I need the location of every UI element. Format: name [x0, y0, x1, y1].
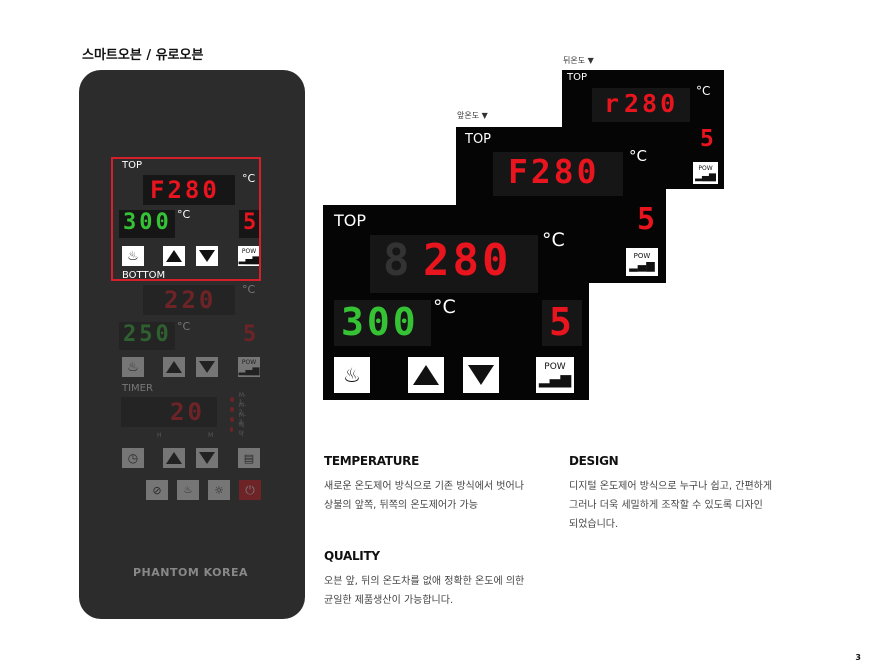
timer-label: TIMER [122, 383, 153, 394]
arrow-down-icon [468, 365, 494, 385]
back-pow-button[interactable]: POW ▂▄▆ [693, 162, 718, 184]
temperature-text: 새로운 온도제어 방식으로 기존 방식에서 벗어나 상불의 앞쪽, 뒤쪽의 온도… [324, 481, 524, 511]
timer-down-button[interactable] [196, 448, 218, 468]
pow-button[interactable]: POW ▂▄▆ [238, 246, 260, 266]
convection-icon: ♨ [127, 248, 139, 264]
steam-button[interactable]: ♨ [177, 480, 199, 500]
page-title: 스마트오븐 / 유로오븐 [82, 48, 204, 63]
oven-control-panel [79, 70, 305, 619]
pow-label: POW [544, 362, 566, 372]
down-button[interactable] [196, 246, 218, 266]
bottom-up-button[interactable] [163, 357, 185, 377]
back-power-value: 5 [700, 126, 717, 152]
arrow-down-icon [199, 452, 215, 464]
arrow-up-icon [166, 250, 182, 262]
front-panel: TOP 8 280 °C 300 °C 5 ♨ POW ▂▄▆ [323, 205, 589, 400]
front-set-unit: °C [433, 296, 456, 318]
clock-icon: ◷ [127, 451, 139, 465]
up-button[interactable] [163, 246, 185, 266]
arrow-down-icon [199, 250, 215, 262]
arrow-down-icon [199, 361, 215, 373]
middle-pow-button[interactable]: POW ▂▄▆ [626, 248, 658, 276]
middle-power-value: 5 [637, 202, 659, 237]
timer-button[interactable]: ◷ [122, 448, 144, 468]
memory-button[interactable]: ▤ [238, 448, 260, 468]
light-button[interactable]: ☼ [208, 480, 230, 500]
pow-label: POW [633, 252, 651, 260]
temperature-heading: TEMPERATURE [324, 454, 419, 468]
pow-label: POW [698, 164, 713, 172]
bars-icon: ▂▄▆ [629, 259, 655, 272]
back-temp-value: 280 [624, 89, 679, 118]
arrow-up-icon [413, 365, 439, 385]
steam-off-button[interactable]: ⊘ [146, 480, 168, 500]
bottom-temp-value: 220 [164, 286, 217, 314]
convection-icon: ♨ [127, 359, 139, 375]
top-temp-value: F280 [150, 176, 220, 204]
front-up-button[interactable] [408, 357, 444, 393]
mode-list: M-1 M-2 M-3 예 약 [230, 392, 247, 438]
memory-icon: ▤ [243, 451, 255, 465]
bottom-set-value: 250 [123, 322, 172, 347]
timer-h-label: H [157, 432, 162, 439]
bottom-set-unit: °C [177, 320, 191, 333]
bottom-convection-button[interactable]: ♨ [122, 357, 144, 377]
convection-button[interactable]: ♨ [122, 246, 144, 266]
timer-up-button[interactable] [163, 448, 185, 468]
top-section-highlight [111, 157, 261, 281]
quality-text: 오븐 앞, 뒤의 온도차를 없애 정확한 온도에 의한 균일한 제품생산이 가능… [324, 576, 525, 606]
steam-off-icon: ⊘ [152, 483, 162, 497]
back-prefix: r [604, 89, 623, 118]
front-temp-value: 280 [423, 235, 512, 286]
bars-icon: ▂▄▆ [238, 254, 260, 265]
top-set-value: 300 [123, 210, 172, 235]
front-ghost-digit: 8 [383, 235, 413, 286]
timer-m-label: M [208, 432, 214, 439]
page-number: 3 [855, 653, 861, 662]
front-temp-caption: 앞온도 ▼ [457, 111, 488, 120]
front-convection-button[interactable]: ♨ [334, 357, 370, 393]
top-set-display [119, 210, 175, 238]
arrow-up-icon [166, 452, 182, 464]
bottom-label: BOTTOM [122, 270, 166, 281]
design-text: 디지털 온도제어 방식으로 누구나 쉽고, 간편하게 그러나 더욱 세밀하게 조… [569, 481, 773, 530]
power-button[interactable]: ⏻ [239, 480, 261, 500]
back-temp-caption: 뒤온도 ▼ [563, 56, 594, 65]
front-pow-button[interactable]: POW ▂▄▆ [536, 357, 574, 393]
power-display [239, 210, 259, 238]
bottom-down-button[interactable] [196, 357, 218, 377]
back-top-label: TOP [567, 72, 588, 83]
quality-heading: QUALITY [324, 549, 380, 563]
middle-temp-value: F280 [508, 152, 600, 191]
top-set-unit: °C [177, 208, 191, 221]
arrow-up-icon [166, 361, 182, 373]
bars-icon: ▂▄▆ [538, 372, 572, 388]
top-temp-display [143, 175, 235, 205]
design-heading: DESIGN [569, 454, 619, 468]
brand-logo: PHANTOM KOREA [133, 566, 248, 579]
power-icon: ⏻ [245, 482, 255, 497]
timer-value: 20 [170, 398, 205, 426]
bottom-pow-button[interactable]: POW ▂▄▆ [238, 357, 260, 377]
middle-temp-unit: °C [629, 147, 647, 165]
front-set-value: 300 [341, 300, 419, 344]
front-power-value: 5 [549, 300, 575, 344]
top-temp-unit: °C [242, 172, 256, 185]
front-temp-unit: °C [542, 229, 565, 251]
middle-top-label: TOP [465, 132, 492, 147]
bottom-temp-unit: °C [242, 283, 256, 296]
bars-icon: ▂▄▆ [238, 365, 260, 376]
power-value: 5 [243, 210, 260, 235]
front-top-label: TOP [334, 211, 367, 230]
bars-icon: ▂▄▆ [695, 171, 716, 182]
pow-label: POW [241, 247, 257, 255]
back-temp-unit: °C [696, 84, 711, 98]
bottom-power-value: 5 [243, 322, 260, 347]
steam-icon: ♨ [183, 484, 193, 496]
pow-label: POW [241, 358, 257, 366]
light-icon: ☼ [214, 483, 224, 497]
front-down-button[interactable] [463, 357, 499, 393]
top-label: TOP [122, 160, 143, 171]
convection-icon: ♨ [343, 363, 361, 387]
